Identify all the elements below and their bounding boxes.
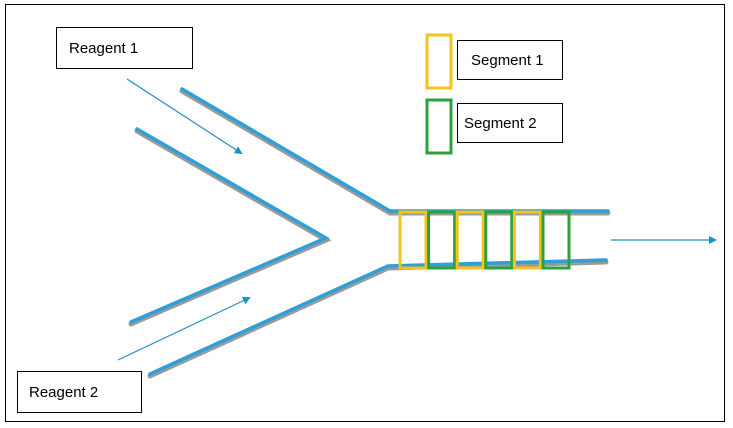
reagent2-label: Reagent 2 xyxy=(17,371,142,413)
segment1-droplet-5 xyxy=(512,210,542,270)
segment2-legend-swatch xyxy=(425,98,453,155)
diagram-frame xyxy=(5,4,725,422)
segment1-droplet-1 xyxy=(398,210,428,270)
lower-outer-wall xyxy=(148,258,608,376)
inner-wedge-wall xyxy=(129,127,330,324)
segment2-legend-label: Segment 2 xyxy=(457,103,563,143)
segment1-droplet-3 xyxy=(455,210,485,270)
segment2-droplet-2 xyxy=(427,210,457,270)
segment1-legend-label: Segment 1 xyxy=(457,40,563,80)
segment2-droplet-6 xyxy=(541,210,571,270)
reagent2-flow-arrow xyxy=(117,296,251,361)
reagent1-flow-arrow xyxy=(126,78,243,155)
reagent1-label: Reagent 1 xyxy=(56,27,193,69)
segment1-legend-swatch xyxy=(425,33,453,90)
segment-train xyxy=(398,210,571,270)
segment2-droplet-4 xyxy=(484,210,514,270)
